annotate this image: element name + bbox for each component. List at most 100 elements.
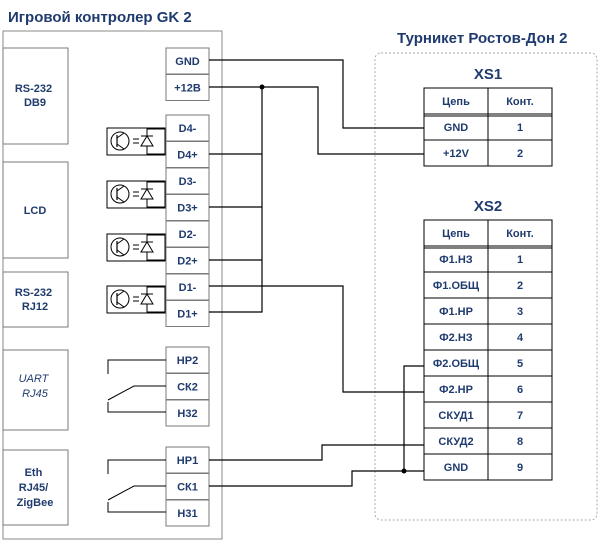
table-row: Ф2.НЗ 4	[423, 323, 553, 351]
module-line: Eth	[25, 467, 43, 479]
relay-contact-1	[107, 459, 166, 513]
terminal-cell	[165, 247, 210, 274]
terminal-label: D4-	[179, 123, 197, 135]
circuit-cell: +12V	[443, 148, 470, 160]
module-line: LCD	[24, 205, 47, 217]
module-label: RS-232 RJ12	[15, 287, 55, 313]
terminal-label: НР2	[177, 355, 198, 367]
controller-terminals: GND+12BD4-D4+D3-D3+D2-D2+D1-D1+НР2СК2Н32…	[165, 47, 210, 527]
circuit-cell: Цепь	[442, 96, 470, 108]
optocoupler	[106, 285, 166, 314]
contact-cell: Конт.	[506, 228, 534, 240]
table-row: GND 1	[423, 113, 553, 141]
contact-cell: Конт.	[506, 96, 534, 108]
wire-nr1-skud2	[209, 444, 424, 461]
wires	[209, 59, 424, 487]
terminal-cell	[165, 47, 210, 75]
contact-cell: 7	[517, 410, 523, 422]
terminal-cell	[165, 346, 210, 374]
module-uart-rj45: UART RJ45	[2, 349, 69, 431]
circuit-cell: СКУД2	[438, 436, 473, 448]
contact-cell: 4	[517, 332, 524, 344]
circuit-cell: Ф2.НЗ	[439, 332, 473, 344]
terminal-label: D1+	[177, 309, 198, 321]
module-line: RS-232	[15, 83, 52, 95]
circuit-cell: Ф1.ОБЩ	[433, 280, 480, 292]
turnstile-title: Турникет Ростов-Дон 2	[397, 30, 567, 47]
contact-cell: 8	[517, 436, 523, 448]
table-row: СКУД2 8	[423, 427, 553, 455]
module-line: UART	[19, 373, 50, 385]
wire-sk1-gnd	[209, 470, 404, 487]
terminal-label: D2+	[177, 256, 198, 268]
contact-cell: 5	[517, 358, 523, 370]
wire-gnd-xs1	[209, 59, 424, 129]
xs1-title: XS1	[474, 66, 502, 83]
terminal-label: Н32	[177, 408, 197, 420]
circuit-cell: Ф1.НР	[439, 306, 473, 318]
terminal-cell	[165, 273, 210, 301]
terminal-cell	[165, 499, 210, 527]
module-eth-rj45-zigbee: Eth RJ45/ ZigBee	[2, 449, 69, 526]
module-line: RJ45/	[19, 482, 48, 494]
table-row: Ф2.НР 6	[423, 375, 553, 403]
terminal-cell	[165, 300, 210, 327]
turnstile-outline	[374, 52, 598, 521]
junction-dot	[259, 84, 265, 90]
terminal-cell	[165, 373, 210, 400]
circuit-cell: Ф2.ОБЩ	[433, 358, 480, 370]
module-line: RJ45	[22, 388, 49, 400]
terminal-label: D2-	[179, 229, 197, 241]
terminal-label: D3-	[179, 176, 197, 188]
table-row: Ф1.НЗ 1	[423, 245, 553, 273]
terminal-label: D3+	[177, 203, 198, 215]
contact-cell: 6	[517, 384, 523, 396]
circuit-cell: Ф2.НР	[439, 384, 473, 396]
module-rs232-db9: RS-232 DB9	[2, 47, 69, 145]
junction-dot	[401, 468, 407, 474]
controller-title: Игровой контролер GK 2	[8, 9, 192, 26]
circuit-cell: Ф1.НЗ	[439, 254, 473, 266]
terminal-label: D1-	[179, 282, 197, 294]
contact-cell: 1	[517, 122, 523, 134]
relay-contact-2	[107, 359, 166, 413]
table-row: Ф2.ОБЩ 5	[423, 349, 553, 377]
module-label: UART RJ45	[19, 373, 52, 400]
circuit-cell: GND	[444, 122, 469, 134]
optocoupler-group	[106, 127, 166, 314]
circuit-cell: GND	[444, 462, 469, 474]
contact-cell: 2	[517, 280, 523, 292]
module-line: RJ12	[22, 301, 48, 313]
table-header-row: Цепь Конт.	[423, 87, 553, 115]
wire-d1-f2nr	[209, 285, 424, 393]
wire-12v-xs1	[209, 86, 424, 155]
module-lcd: LCD	[2, 161, 69, 259]
circuit-cell: Цепь	[442, 228, 470, 240]
wire-f2obsch-gnd	[403, 365, 424, 472]
table-row: Ф1.ОБЩ 2	[423, 271, 553, 299]
table-header-row: Цепь Конт.	[423, 219, 553, 247]
module-line: DB9	[24, 97, 46, 109]
module-line: ZigBee	[17, 497, 54, 509]
contact-cell: 1	[517, 254, 523, 266]
terminal-label: +12B	[174, 83, 201, 95]
terminal-label: СК1	[177, 482, 198, 494]
terminal-label: D4+	[177, 150, 198, 162]
terminal-cell	[165, 399, 210, 427]
optocoupler	[106, 127, 166, 156]
module-label: Eth RJ45/ ZigBee	[17, 467, 54, 509]
optocoupler	[106, 180, 166, 209]
terminal-cell	[165, 167, 210, 195]
xs2-title: XS2	[474, 198, 502, 215]
wire-12v-d4	[209, 87, 263, 313]
module-line: RS-232	[15, 287, 52, 299]
terminal-label: НР1	[177, 455, 198, 467]
optocoupler	[106, 233, 166, 262]
terminal-label: GND	[175, 56, 200, 68]
module-label: RS-232 DB9	[15, 83, 55, 109]
